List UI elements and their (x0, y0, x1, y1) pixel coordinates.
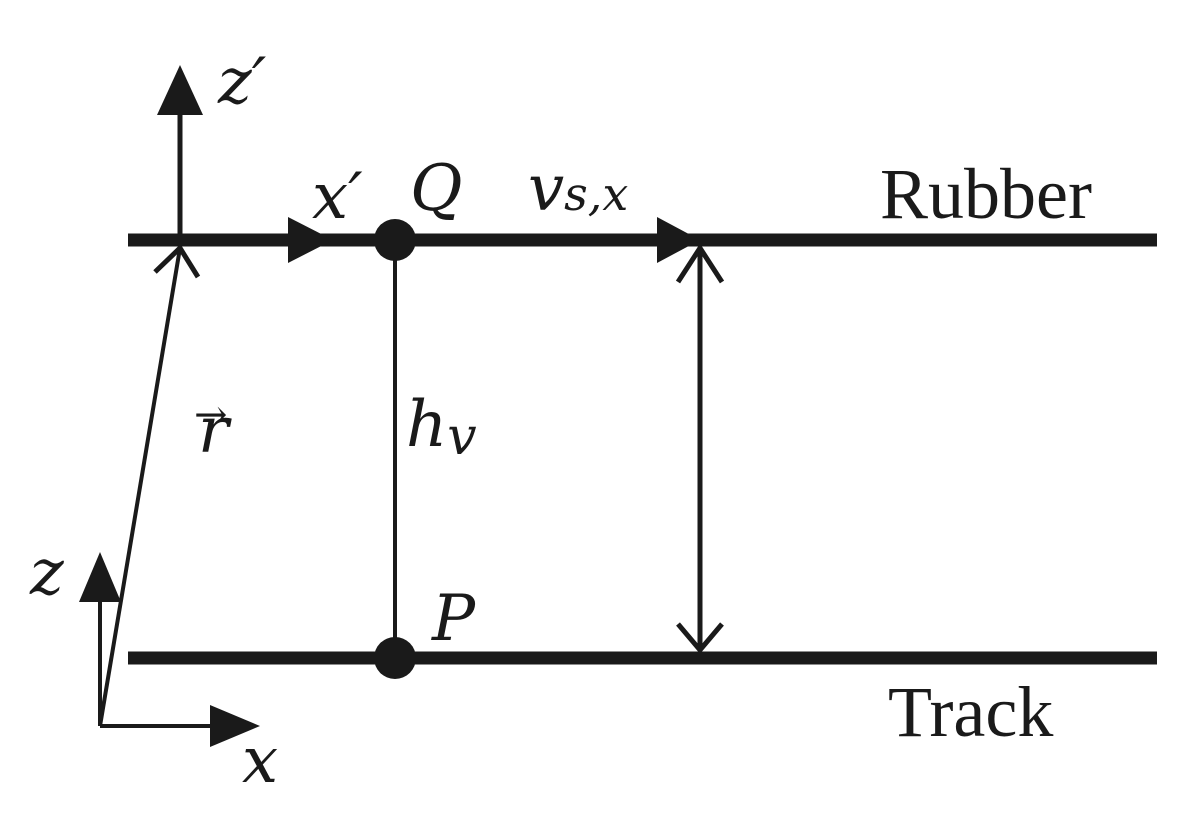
label-r-arrow: → (194, 392, 228, 438)
x-arrowhead (210, 705, 260, 747)
label-h-subscript: v (447, 407, 476, 467)
position-vector-r-head (153, 244, 201, 279)
gap-arrow-bottom-head (676, 622, 724, 654)
label-r: r (198, 394, 232, 468)
label-x-prime: x′ (312, 160, 363, 234)
label-track: Track (888, 672, 1053, 752)
velocity-arrowhead (657, 217, 700, 263)
label-velocity-main: v (528, 152, 564, 226)
label-p: P (431, 582, 476, 656)
label-rubber: Rubber (880, 154, 1092, 234)
z-arrowhead (79, 552, 121, 602)
label-q: Q (410, 152, 462, 226)
point-p (374, 637, 416, 679)
label-z: z (29, 536, 65, 610)
label-h: hv (406, 388, 477, 467)
label-x: x (242, 724, 278, 798)
position-vector-r (98, 247, 182, 727)
x-prime-arrowhead (288, 217, 333, 263)
label-z-prime: z′ (217, 45, 267, 119)
label-velocity: vs,x (528, 152, 628, 226)
z-prime-arrowhead (157, 65, 203, 115)
gap-arrow-top-head (675, 243, 725, 284)
label-h-main: h (406, 388, 447, 462)
label-velocity-subscript: s,x (564, 167, 628, 221)
